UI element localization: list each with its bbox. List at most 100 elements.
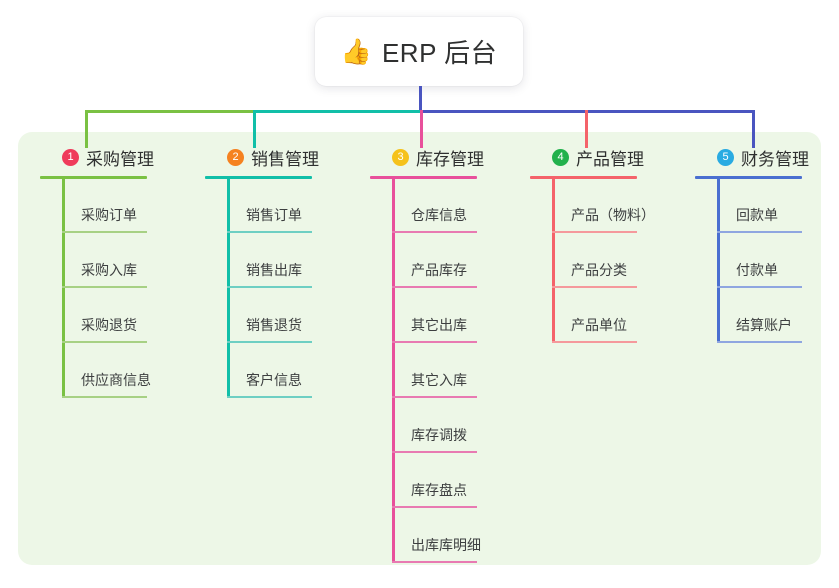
branch-item-label: 出库库明细 xyxy=(411,537,481,553)
branch-title-procurement: 采购管理 xyxy=(86,149,154,169)
branch-item[interactable]: 销售订单 xyxy=(227,179,319,234)
branch-item-underline xyxy=(62,341,147,343)
branch-header-sales[interactable]: 2 销售管理 xyxy=(205,145,319,169)
branch-item[interactable]: 仓库信息 xyxy=(392,179,484,234)
branch-item-label: 产品单位 xyxy=(571,317,627,333)
branch-item-underline xyxy=(227,341,312,343)
branch-trunk-line-sales xyxy=(227,179,230,398)
branch-item-label: 供应商信息 xyxy=(81,372,151,388)
branch-item[interactable]: 回款单 xyxy=(717,179,809,234)
branch-item-label: 销售订单 xyxy=(246,207,302,223)
branch-items-product: 产品（物料） 产品分类产品单位 xyxy=(552,179,655,344)
branch-column-procurement: 1 采购管理采购订单采购入库采购退货供应商信息 xyxy=(40,145,154,399)
branch-item-underline xyxy=(717,231,802,233)
branch-item[interactable]: 库存调拨 xyxy=(392,399,484,454)
branch-trunk-line-procurement xyxy=(62,179,65,398)
branch-underline-finance xyxy=(695,176,802,179)
branch-title-finance: 财务管理 xyxy=(741,149,809,169)
drop-inventory xyxy=(420,110,423,148)
root-stem-line xyxy=(419,86,422,112)
branch-title-sales: 销售管理 xyxy=(251,149,319,169)
diagram-background-panel xyxy=(18,132,821,565)
branch-number-badge: 4 xyxy=(552,148,569,166)
branch-item-label: 采购退货 xyxy=(81,317,137,333)
branch-item[interactable]: 采购订单 xyxy=(62,179,154,234)
branch-item-underline xyxy=(392,451,477,453)
branch-header-product[interactable]: 4 产品管理 xyxy=(530,145,644,169)
branch-item[interactable]: 产品单位 xyxy=(552,289,644,344)
branch-item-label: 产品分类 xyxy=(571,262,627,278)
branch-item-label: 其它出库 xyxy=(411,317,467,333)
branch-item[interactable]: 付款单 xyxy=(717,234,809,289)
branch-item-underline xyxy=(392,561,477,563)
branch-items-procurement: 采购订单采购入库采购退货供应商信息 xyxy=(62,179,154,399)
branch-item-label: 库存盘点 xyxy=(411,482,467,498)
branch-items-inventory: 仓库信息产品库存其它出库其它入库库存调拨库存盘点出库库明细 xyxy=(392,179,484,564)
branch-item-underline xyxy=(717,286,802,288)
branch-item-underline xyxy=(717,341,802,343)
branch-item-label: 客户信息 xyxy=(246,372,302,388)
branch-title-product: 产品管理 xyxy=(576,149,644,169)
branch-item[interactable]: 供应商信息 xyxy=(62,344,154,399)
branch-item-underline xyxy=(392,396,477,398)
branch-item-label: 产品（物料） xyxy=(571,207,655,223)
branch-item-underline xyxy=(227,396,312,398)
branch-items-finance: 回款单付款单结算账户 xyxy=(717,179,809,344)
branch-item-label: 销售出库 xyxy=(246,262,302,278)
branch-item-underline xyxy=(62,231,147,233)
thumbs-up-icon: 👍 xyxy=(340,37,372,66)
branch-item[interactable]: 采购退货 xyxy=(62,289,154,344)
branch-item-label: 其它入库 xyxy=(411,372,467,388)
branch-item-underline xyxy=(552,286,637,288)
branch-number-badge: 3 xyxy=(392,148,409,166)
branch-item[interactable]: 结算账户 xyxy=(717,289,809,344)
branch-item[interactable]: 库存盘点 xyxy=(392,454,484,509)
branch-column-sales: 2 销售管理销售订单销售出库销售退货客户信息 xyxy=(205,145,319,399)
branch-title-inventory: 库存管理 xyxy=(416,149,484,169)
branch-number-badge: 1 xyxy=(62,148,79,166)
branch-item[interactable]: 产品（物料） xyxy=(552,179,655,234)
branch-item-underline xyxy=(62,286,147,288)
branch-item[interactable]: 销售退货 xyxy=(227,289,319,344)
root-node-erp-backend[interactable]: 👍 ERP 后台 xyxy=(315,17,523,86)
branch-item-underline xyxy=(552,341,637,343)
branch-item[interactable]: 客户信息 xyxy=(227,344,319,399)
branch-trunk-line-product xyxy=(552,179,555,343)
branch-item-label: 销售退货 xyxy=(246,317,302,333)
branch-number-badge: 2 xyxy=(227,148,244,166)
branch-item[interactable]: 其它入库 xyxy=(392,344,484,399)
branch-item[interactable]: 产品分类 xyxy=(552,234,644,289)
root-node-title: ERP 后台 xyxy=(381,38,498,68)
drop-product xyxy=(585,110,588,148)
branch-column-product: 4 产品管理产品（物料） 产品分类产品单位 xyxy=(530,145,655,344)
branch-item-label: 产品库存 xyxy=(411,262,467,278)
branch-item[interactable]: 销售出库 xyxy=(227,234,319,289)
branch-item-underline xyxy=(552,231,637,233)
branch-underline-inventory xyxy=(370,176,477,179)
branch-item[interactable]: 其它出库 xyxy=(392,289,484,344)
branch-items-sales: 销售订单销售出库销售退货客户信息 xyxy=(227,179,319,399)
branch-header-procurement[interactable]: 1 采购管理 xyxy=(40,145,154,169)
branch-underline-sales xyxy=(205,176,312,179)
branch-item-label: 仓库信息 xyxy=(411,207,467,223)
branch-item-underline xyxy=(392,286,477,288)
bar-teal xyxy=(253,110,420,113)
branch-item-label: 付款单 xyxy=(736,262,778,278)
branch-item-underline xyxy=(62,396,147,398)
branch-item-underline xyxy=(227,231,312,233)
branch-item[interactable]: 采购入库 xyxy=(62,234,154,289)
branch-item-label: 回款单 xyxy=(736,207,778,223)
drop-finance xyxy=(752,110,755,148)
branch-underline-procurement xyxy=(40,176,147,179)
branch-trunk-line-inventory xyxy=(392,179,395,563)
branch-item-underline xyxy=(392,341,477,343)
branch-item[interactable]: 产品库存 xyxy=(392,234,484,289)
branch-header-inventory[interactable]: 3 库存管理 xyxy=(370,145,484,169)
branch-trunk-line-finance xyxy=(717,179,720,343)
branch-item-label: 采购入库 xyxy=(81,262,137,278)
branch-item[interactable]: 出库库明细 xyxy=(392,509,484,564)
branch-item-underline xyxy=(392,506,477,508)
